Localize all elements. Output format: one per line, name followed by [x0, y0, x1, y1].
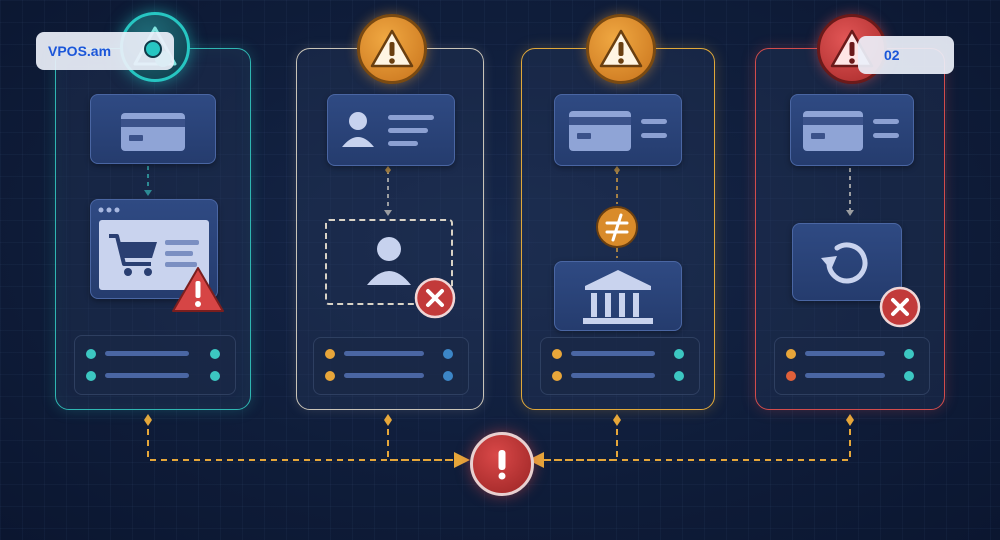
bank-icon — [583, 270, 653, 324]
panel-refund-failure — [755, 48, 945, 410]
credit-card-icon — [803, 111, 899, 151]
panel-bank-mismatch — [521, 48, 715, 410]
center-alert — [470, 432, 534, 496]
panel-identity-mismatch — [296, 48, 484, 410]
refund-tile — [792, 223, 902, 301]
user-profile-icon — [342, 112, 434, 147]
exclamation-icon — [498, 450, 506, 480]
user-icon — [367, 237, 411, 285]
not-equal-icon — [596, 206, 638, 248]
refresh-icon — [821, 242, 868, 284]
error-x-icon — [414, 277, 456, 319]
payment-card-tile — [554, 94, 682, 166]
warning-icon — [599, 29, 643, 68]
error-x-icon — [879, 286, 921, 328]
status-list — [313, 337, 469, 395]
status-list — [774, 337, 930, 395]
payment-card-tile — [90, 94, 216, 164]
credit-card-icon — [569, 111, 667, 151]
payment-card-tile — [790, 94, 914, 166]
shopping-cart-icon — [109, 234, 157, 276]
warning-icon — [370, 29, 414, 68]
orange-warning-badge — [586, 14, 656, 84]
warning-icon — [172, 267, 224, 312]
page-number-text: 02 — [884, 47, 900, 63]
credit-card-icon — [121, 113, 185, 151]
panel-card-to-checkout — [55, 48, 251, 410]
orange-warning-badge — [357, 14, 427, 84]
profile-card-tile — [327, 94, 455, 166]
status-list — [540, 337, 700, 395]
page-number: 02 — [858, 36, 954, 74]
status-list — [74, 335, 236, 395]
bank-tile — [554, 261, 682, 331]
brand-text: VPOS.am — [48, 43, 112, 59]
missing-identity-box — [325, 219, 453, 305]
teal-dot-icon — [144, 40, 162, 58]
browser-window-icon — [98, 207, 209, 290]
checkout-window — [90, 199, 218, 299]
